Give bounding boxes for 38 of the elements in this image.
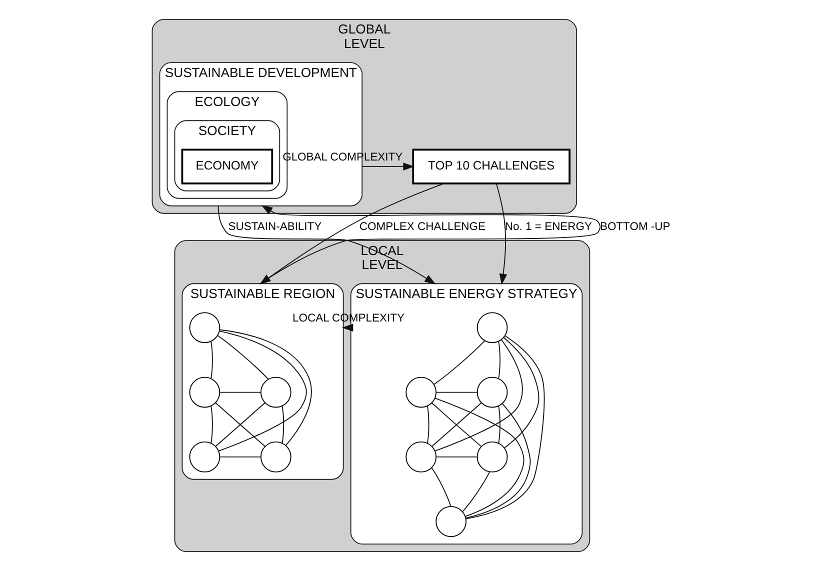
edge-label: COMPLEX CHALLENGE bbox=[359, 220, 486, 233]
node-circle bbox=[260, 376, 292, 408]
node-box: TOP 10 CHALLENGES bbox=[412, 148, 570, 184]
connector bbox=[426, 405, 430, 444]
edge-label: No. 1 = ENERGY bbox=[504, 220, 592, 233]
connector bbox=[282, 405, 284, 444]
node-circle bbox=[476, 376, 508, 408]
edge-label: SUSTAIN-ABILITY bbox=[228, 220, 322, 233]
node-circle bbox=[476, 441, 508, 472]
node-circle bbox=[189, 376, 220, 408]
node-circle bbox=[189, 312, 220, 344]
connector bbox=[219, 456, 261, 458]
arrow bbox=[362, 162, 414, 170]
node-circle bbox=[406, 376, 437, 408]
connector bbox=[465, 335, 545, 520]
connector bbox=[210, 340, 213, 380]
connector bbox=[431, 467, 452, 507]
connector bbox=[434, 339, 523, 452]
connector bbox=[503, 337, 540, 448]
connector bbox=[219, 392, 261, 393]
node-circle bbox=[436, 506, 467, 538]
connector bbox=[210, 405, 213, 444]
node-circle bbox=[260, 441, 292, 472]
connector bbox=[465, 403, 531, 519]
connector bbox=[434, 398, 524, 517]
node-circle bbox=[189, 441, 220, 472]
node-circle bbox=[476, 312, 508, 344]
connector bbox=[498, 405, 500, 444]
arrow bbox=[496, 182, 508, 286]
connector bbox=[498, 340, 500, 380]
node-box: ECONOMY bbox=[181, 148, 274, 184]
edge-label: BOTTOM -UP bbox=[600, 220, 670, 233]
connector bbox=[434, 340, 486, 385]
connector bbox=[436, 456, 478, 458]
connector bbox=[462, 471, 490, 512]
connector bbox=[217, 335, 269, 380]
connector bbox=[436, 392, 478, 393]
node-circle bbox=[406, 441, 437, 472]
